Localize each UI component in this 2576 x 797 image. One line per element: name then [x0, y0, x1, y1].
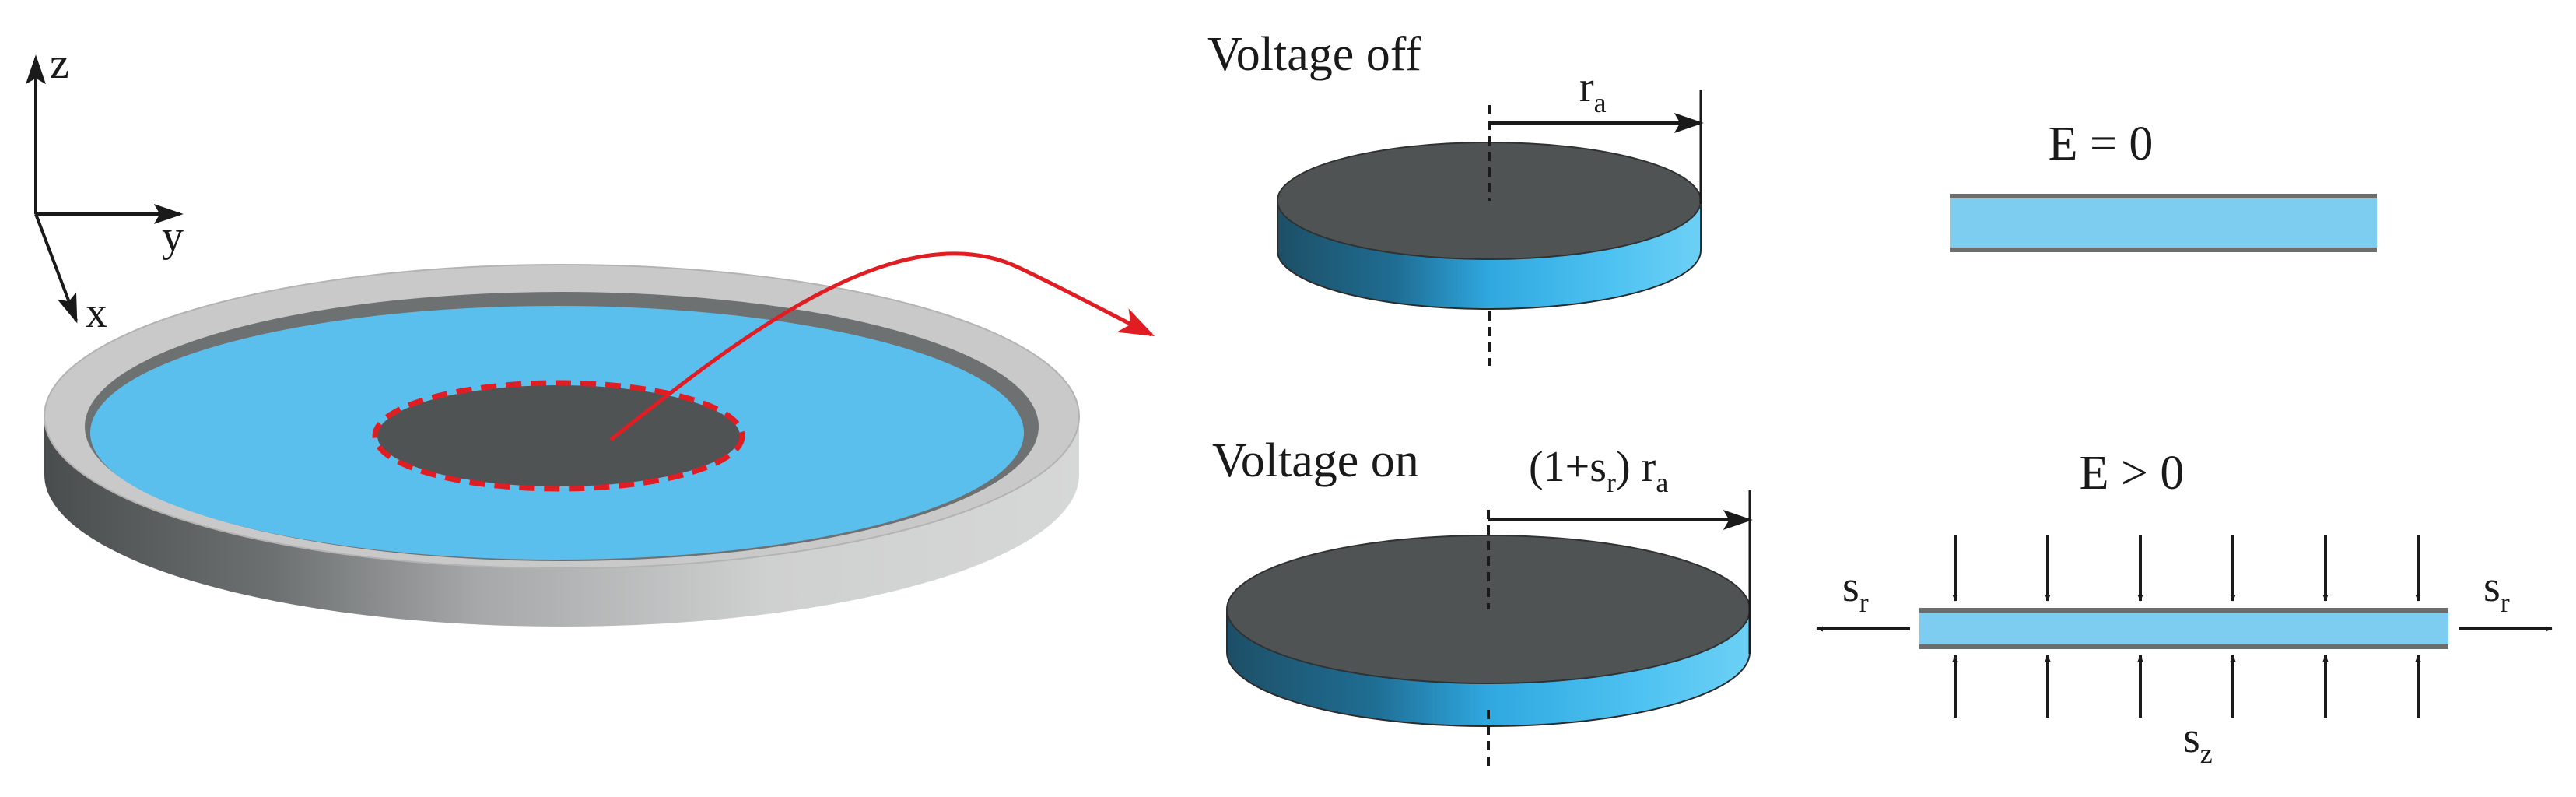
layer-relaxed-body	[1950, 195, 2377, 251]
field-label-zero: E = 0	[2049, 118, 2154, 170]
voltage-off-panel: Voltage off ra E = 0	[1207, 28, 2377, 366]
strain-label-right: sr	[2483, 563, 2510, 618]
compression-arrows-top	[1952, 535, 2421, 602]
voltage-on-title: Voltage on	[1212, 434, 1419, 487]
disk-expanded: (1+sr) ra	[1226, 443, 1753, 767]
compression-arrows-bottom	[1952, 655, 2421, 718]
electrode-patch	[377, 385, 740, 486]
voltage-off-title: Voltage off	[1207, 28, 1421, 81]
voltage-on-panel: Voltage on (1+sr) ra E > 0	[1212, 434, 2553, 769]
selection-outline	[372, 380, 745, 492]
frame-assembly	[44, 264, 1080, 627]
strain-label-left: sr	[1842, 563, 1869, 618]
x-axis-label: x	[86, 289, 107, 337]
zoom-callout-arrow	[609, 251, 1155, 441]
coordinate-axes: z y x	[26, 40, 184, 337]
y-axis-label: y	[162, 212, 184, 261]
layer-strained-body	[1919, 609, 2448, 648]
z-axis-label: z	[50, 40, 69, 88]
layer-strained: E > 0 sr sr	[1816, 447, 2553, 769]
strain-label-thickness: sz	[2183, 714, 2213, 769]
radius-label-relaxed: ra	[1579, 63, 1607, 118]
disk-relaxed: ra	[1277, 63, 1704, 366]
field-label-positive: E > 0	[2080, 447, 2185, 500]
layer-relaxed: E = 0	[1950, 118, 2377, 252]
radius-label-expanded: (1+sr) ra	[1529, 443, 1668, 498]
x-axis-icon	[34, 213, 78, 324]
